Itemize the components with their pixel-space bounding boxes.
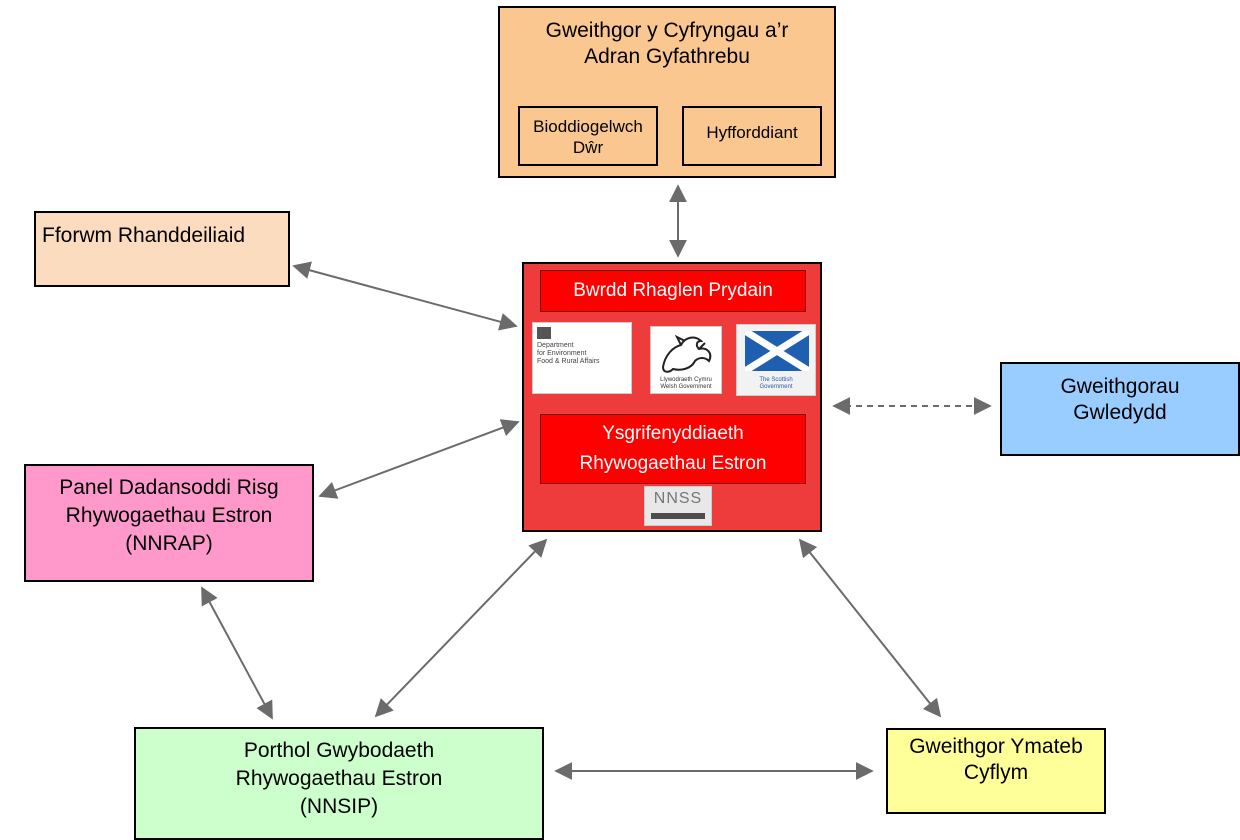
water-biosecurity-line1: Bioddiogelwch bbox=[533, 117, 643, 136]
welsh-logo-line2: Welsh Government bbox=[660, 384, 712, 390]
risk-panel-line1: Panel Dadansoddi Risg bbox=[59, 476, 279, 499]
nnss-logo-strip bbox=[651, 513, 705, 519]
secretariat-line2: Rhywogaethau Estron bbox=[579, 453, 767, 474]
country-groups-line1: Gweithgorau bbox=[1060, 375, 1180, 398]
media-title-line1: Gweithgor y Cyfryngau a’r bbox=[545, 19, 789, 42]
welsh-dragon-icon bbox=[661, 334, 712, 373]
portal-line2: Rhywogaethau Estron bbox=[235, 767, 443, 790]
scot-logo-line1: The Scottish bbox=[759, 377, 793, 383]
information-portal-box: Porthol Gwybodaeth Rhywogaethau Estron (… bbox=[134, 727, 544, 840]
welsh-logo-line1: Llywodraeth Cymru bbox=[660, 377, 712, 383]
arrow-portal-board bbox=[374, 538, 548, 718]
non-native-species-secretariat-label: Ysgrifenyddiaeth Rhywogaethau Estron bbox=[540, 414, 806, 484]
country-groups-line2: Gwledydd bbox=[1073, 401, 1167, 424]
stakeholder-forum-label: Fforwm Rhanddeiliaid bbox=[42, 224, 246, 247]
arrow-rap-board bbox=[318, 419, 520, 499]
nnss-logo-text: NNSS bbox=[653, 490, 703, 507]
nnss-logo: NNSS bbox=[644, 486, 712, 526]
portal-line1: Porthol Gwybodaeth bbox=[243, 739, 435, 762]
country-working-groups-box: Gweithgorau Gwledydd bbox=[1000, 362, 1240, 456]
scot-logo-line2: Government bbox=[759, 384, 793, 390]
programme-board-box: Bwrdd Rhaglen Prydain Department for Env… bbox=[522, 262, 822, 532]
programme-board-title: Bwrdd Rhaglen Prydain bbox=[540, 270, 806, 312]
arrow-rap-portal bbox=[201, 586, 273, 720]
rapid-response-line2: Cyflym bbox=[963, 761, 1029, 784]
defra-logo: Department for Environment Food & Rural … bbox=[532, 322, 632, 394]
stakeholder-forum-box: Fforwm Rhanddeiliaid bbox=[34, 211, 290, 287]
defra-logo-line2: for Environment bbox=[537, 350, 587, 357]
water-biosecurity-line2: Dŵr bbox=[572, 138, 604, 157]
defra-logo-line3: Food & Rural Affairs bbox=[537, 358, 600, 365]
training-label: Hyfforddiant bbox=[706, 123, 798, 142]
media-communications-group: Gweithgor y Cyfryngau a’r Adran Gyfathre… bbox=[498, 6, 836, 178]
water-biosecurity-box: Bioddiogelwch Dŵr bbox=[518, 106, 658, 166]
arrow-board-rapid bbox=[798, 538, 942, 718]
risk-panel-line2: Rhywogaethau Estron bbox=[65, 504, 273, 527]
risk-analysis-panel-box: Panel Dadansoddi Risg Rhywogaethau Estro… bbox=[24, 464, 314, 582]
saltire-flag-icon bbox=[745, 331, 809, 371]
rapid-response-group-box: Gweithgor Ymateb Cyflym bbox=[886, 728, 1106, 814]
welsh-government-logo: Llywodraeth Cymru Welsh Government bbox=[650, 326, 722, 394]
media-title-line2: Adran Gyfathrebu bbox=[584, 45, 750, 68]
secretariat-line1: Ysgrifenyddiaeth bbox=[602, 423, 744, 444]
risk-panel-line3: (NNRAP) bbox=[125, 532, 213, 555]
rapid-response-line1: Gweithgor Ymateb bbox=[909, 735, 1083, 758]
defra-logo-line1: Department bbox=[537, 342, 574, 349]
royal-crest-icon bbox=[537, 327, 551, 339]
portal-line3: (NNSIP) bbox=[299, 795, 379, 818]
training-box: Hyfforddiant bbox=[682, 106, 822, 166]
scottish-government-logo: The Scottish Government bbox=[736, 324, 816, 396]
arrow-forum-board bbox=[292, 261, 518, 331]
